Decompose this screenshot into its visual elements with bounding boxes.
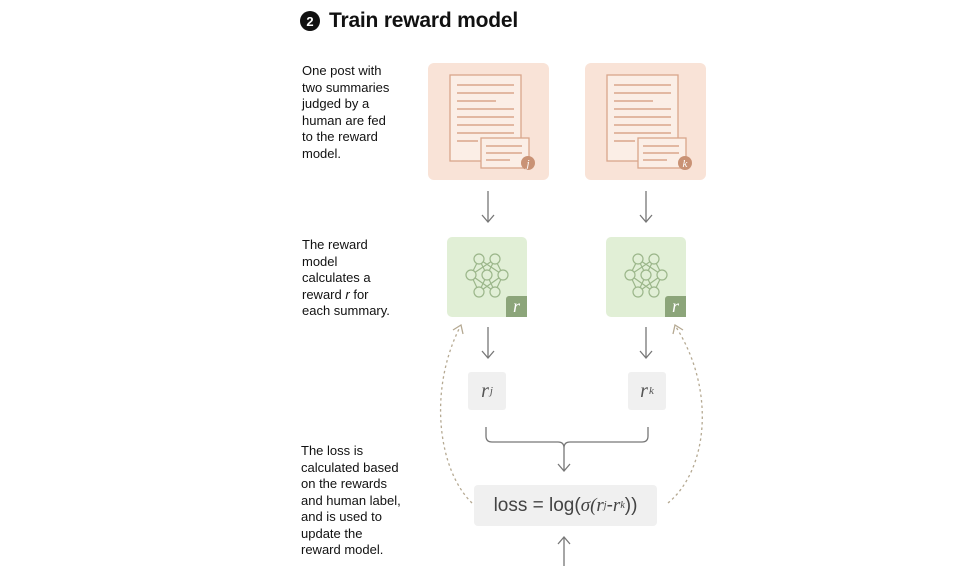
- document-badge-k: k: [683, 158, 689, 170]
- desc-line: calculates a: [302, 270, 371, 285]
- loss-description: The loss is calculated based on the rewa…: [301, 443, 401, 559]
- section-title: 2 Train reward model: [300, 9, 518, 33]
- feedback-arrow-icon: [439, 326, 473, 504]
- desc-line: on the rewards: [301, 476, 387, 491]
- feedback-arrow-icon: [667, 326, 703, 504]
- desc-line: to the reward: [302, 129, 378, 144]
- summary-document-k: k: [585, 63, 706, 180]
- reward-model-k: r: [606, 237, 686, 317]
- reward-symbol: r: [640, 379, 648, 402]
- reward-badge: r: [506, 296, 527, 317]
- desc-line: two summaries: [302, 79, 390, 95]
- feedback-arrowhead: [452, 323, 464, 335]
- desc-word: for: [353, 286, 369, 302]
- document-icon: j: [449, 74, 535, 170]
- desc-line: and human label,: [301, 492, 401, 508]
- feed-description: One post with two summaries judged by a …: [302, 63, 389, 162]
- document-badge-j: j: [524, 158, 529, 170]
- loss-sub-k: k: [620, 500, 625, 511]
- loss-minus: -: [606, 494, 613, 516]
- desc-line: human are fed: [302, 112, 386, 128]
- desc-line: update the: [301, 525, 363, 541]
- down-arrow-icon: [557, 463, 571, 472]
- down-arrow-icon: [481, 214, 495, 223]
- neural-network-icon: [465, 253, 509, 298]
- desc-line: and is used to: [301, 509, 382, 524]
- feedback-arrowhead: [672, 323, 684, 335]
- loss-sub-j: j: [603, 500, 607, 511]
- desc-line: judged by a: [302, 96, 370, 111]
- step-number-badge: 2: [300, 11, 320, 31]
- summary-document-j: j: [428, 63, 549, 180]
- desc-line: model.: [302, 145, 342, 161]
- sigma-symbol: σ: [580, 494, 591, 516]
- reward-subscript: j: [489, 385, 493, 397]
- desc-line: reward r for: [302, 287, 390, 304]
- down-arrow-icon: [639, 350, 653, 359]
- desc-line: The reward: [302, 237, 368, 252]
- loss-paren: (: [590, 494, 597, 516]
- loss-r-k: r: [612, 494, 621, 516]
- desc-line: One post with: [302, 63, 382, 78]
- loss-suffix: )): [624, 494, 638, 516]
- neural-network-icon: [624, 253, 668, 298]
- reward-symbol: r: [481, 379, 489, 402]
- down-arrow-icon: [481, 350, 495, 359]
- reward-model-j: r: [447, 237, 527, 317]
- loss-prefix: loss = log(: [493, 494, 581, 516]
- reward-subscript: k: [648, 385, 654, 397]
- reward-symbol: r: [345, 286, 350, 302]
- document-icon: k: [606, 74, 692, 170]
- desc-line: reward model.: [301, 542, 384, 557]
- reward-description: The reward model calculates a reward r f…: [302, 237, 390, 320]
- desc-line: model: [302, 253, 338, 269]
- page-title: Train reward model: [329, 9, 518, 32]
- desc-line: The loss is: [301, 443, 364, 458]
- desc-line: calculated based: [301, 459, 399, 475]
- desc-line: each summary.: [302, 303, 390, 318]
- down-arrow-icon: [639, 214, 653, 223]
- merge-bracket: [485, 427, 649, 449]
- loss-r-j: r: [596, 494, 604, 516]
- reward-badge: r: [665, 296, 686, 317]
- desc-word: reward: [302, 286, 342, 302]
- up-arrow-icon: [557, 536, 571, 545]
